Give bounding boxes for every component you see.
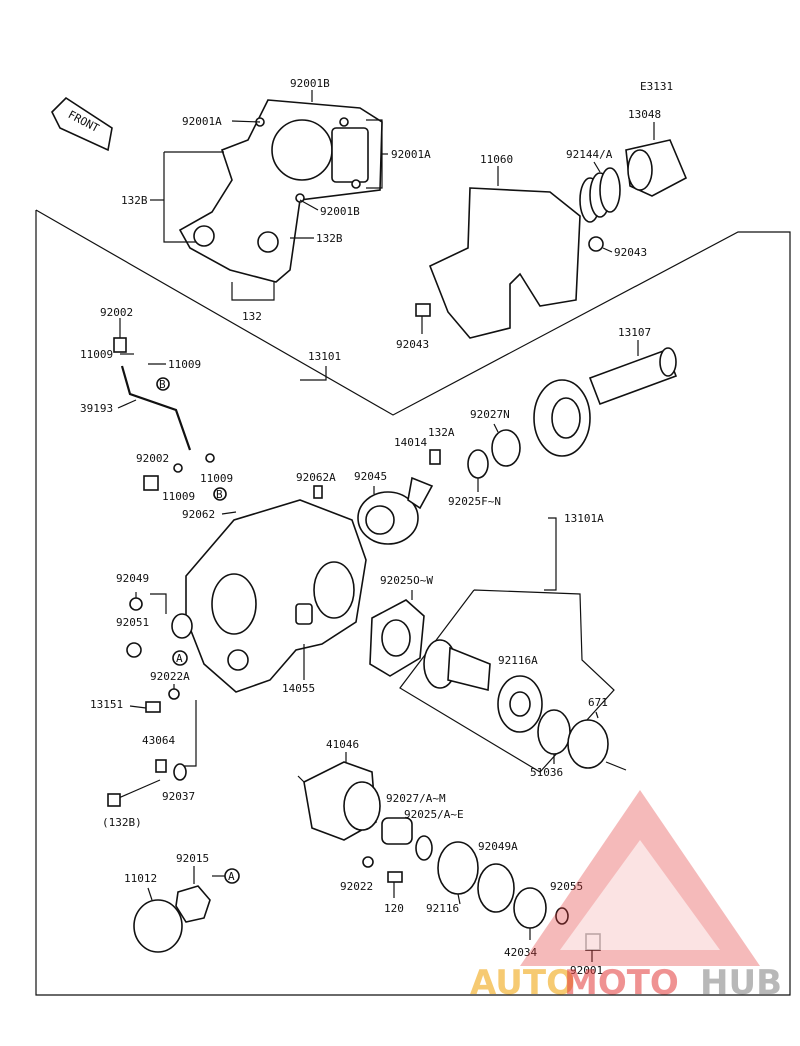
part-39193: 39193: [80, 402, 113, 415]
gasket-11060: [428, 187, 581, 339]
part-92027N: 92027N: [470, 408, 510, 421]
part-11009-d: 11009: [200, 472, 233, 485]
part-92049A: 92049A: [478, 840, 518, 853]
part-11009-c: 11009: [162, 490, 195, 503]
shim-92025FN: [467, 449, 489, 479]
part-92022: 92022: [340, 880, 373, 893]
shaft-13107: [588, 347, 678, 406]
part-92144A: 92144/A: [566, 148, 613, 161]
part-92049: 92049: [116, 572, 149, 585]
part-41046: 41046: [326, 738, 359, 751]
final-gear-case-14055: [185, 499, 367, 693]
part-120: 120: [384, 902, 404, 915]
part-132: 132: [242, 310, 262, 323]
gasket-92025OW: [369, 599, 425, 677]
bearing-92116: [437, 841, 479, 895]
part-132A: 132A: [428, 426, 455, 439]
callout-a1: A: [176, 652, 183, 665]
part-92043-left: 92043: [396, 338, 429, 351]
part-92002-top: 92002: [100, 306, 133, 319]
seal-92049A: [477, 863, 515, 913]
part-43064: 43064: [142, 734, 175, 747]
diagram-code: E3131: [640, 80, 673, 93]
part-92001B-top: 92001B: [290, 77, 330, 90]
part-13151: 13151: [90, 698, 123, 711]
part-132B-paren: (132B): [102, 816, 142, 829]
breather-tube-39193: [120, 365, 192, 451]
part-92001A-left: 92001A: [182, 115, 222, 128]
watermark-auto: AUTO: [470, 963, 575, 1003]
seal-92051: [171, 613, 193, 639]
part-92025OW: 92025O~W: [380, 574, 433, 587]
case-cover-gasket: [178, 99, 383, 283]
part-42034: 42034: [504, 946, 537, 959]
front-arrow-icon: FRONT: [51, 96, 113, 152]
spring-92144A: [579, 167, 621, 223]
part-92001: 92001: [570, 964, 603, 977]
part-14055: 14055: [282, 682, 315, 695]
gear-42034: [513, 887, 547, 929]
part-92062: 92062: [182, 508, 215, 521]
part-92002-mid: 92002: [136, 452, 169, 465]
cap-11012: [133, 899, 183, 953]
frame-outline: [35, 209, 791, 996]
bearing-92027N: [491, 429, 521, 467]
ring-gear: [533, 379, 591, 457]
part-132B-left: 132B: [121, 194, 148, 207]
part-92045: 92045: [354, 470, 387, 483]
part-92001A-right: 92001A: [391, 148, 431, 161]
part-14014: 14014: [394, 436, 427, 449]
part-11012: 11012: [124, 872, 157, 885]
watermark-moto: MOTO: [564, 963, 679, 1003]
part-92037: 92037: [162, 790, 195, 803]
coupling-13048: [625, 139, 688, 197]
part-92043-right: 92043: [614, 246, 647, 259]
part-92116: 92116: [426, 902, 459, 915]
part-11009-a: 11009: [80, 348, 113, 361]
part-92051: 92051: [116, 616, 149, 629]
part-92055: 92055: [550, 880, 583, 893]
part-92025AE: 92025/A~E: [404, 808, 464, 821]
shim-51036: [537, 709, 571, 755]
part-92116A: 92116A: [498, 654, 538, 667]
bracket-14014: [407, 476, 434, 510]
watermark-hub: HUB: [700, 963, 782, 1003]
callout-b2: B: [216, 488, 223, 501]
part-11009-b: 11009: [168, 358, 201, 371]
housing-41046: [303, 761, 381, 841]
part-13101A: 13101A: [564, 512, 604, 525]
part-92022A: 92022A: [150, 670, 190, 683]
part-13101: 13101: [308, 350, 341, 363]
collar-92027AM: [381, 817, 413, 845]
part-132B-right: 132B: [316, 232, 343, 245]
callout-a2: A: [228, 870, 235, 883]
part-51036: 51036: [530, 766, 563, 779]
oring-671: [567, 719, 609, 769]
nut-92015: [175, 885, 211, 923]
part-11060: 11060: [480, 153, 513, 166]
part-92025FN: 92025F~N: [448, 495, 501, 508]
part-13107: 13107: [618, 326, 651, 339]
pinion-gear-92116A: [423, 639, 543, 733]
part-92027AM: 92027/A~M: [386, 792, 446, 805]
part-13048: 13048: [628, 108, 661, 121]
watermark-logo: AUTO MOTO HUB: [470, 790, 782, 1003]
bearing-92045: [357, 491, 419, 545]
callout-b1: B: [159, 378, 166, 391]
part-92001B-mid: 92001B: [320, 205, 360, 218]
part-92062A: 92062A: [296, 471, 336, 484]
part-92015: 92015: [176, 852, 209, 865]
part-671: 671: [588, 696, 608, 709]
